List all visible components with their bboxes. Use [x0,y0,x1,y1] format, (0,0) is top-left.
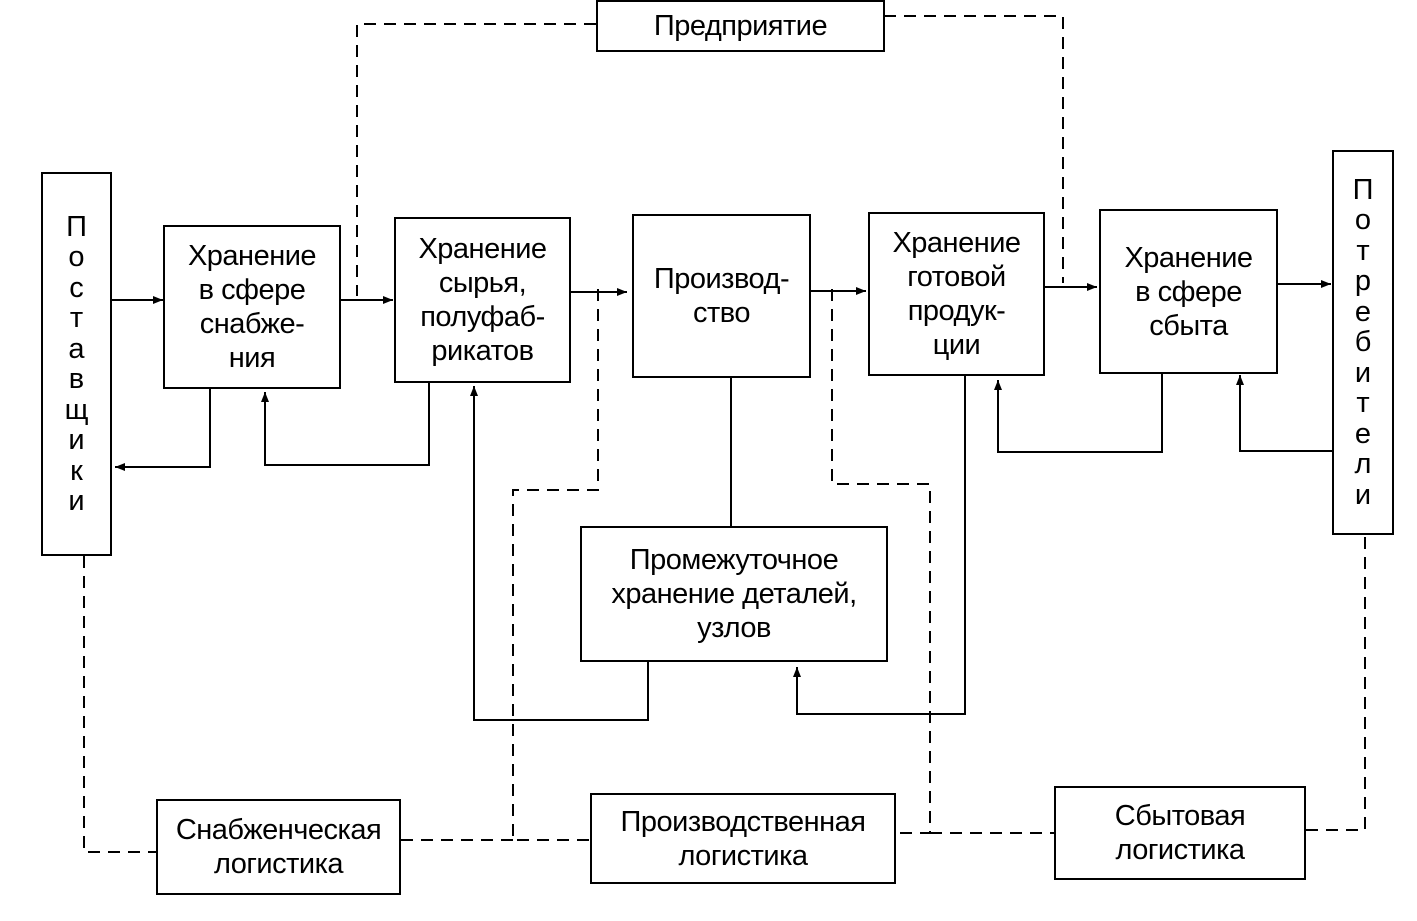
intermediate-storage-label: Промежуточное хранение деталей, узлов [611,544,857,644]
supply-logistics-box: Снабженческая логистика [156,799,401,895]
return-intermediate-to-raw-storage [470,386,649,721]
supply-storage-label: Хранение в сфере снабже- ния [187,240,317,374]
finished-storage-label: Хранение готовой продук- ции [892,227,1021,361]
return-raw-storage-to-supply-storage [261,383,430,466]
production-box: Производ- ство [632,214,811,378]
return-supply-storage-to-suppliers [115,389,211,471]
production-zone-right [831,289,931,834]
return-consumers-to-sales-storage [1236,375,1332,452]
enterprise-box: Предприятие [596,0,885,52]
intermediate-storage-box: Промежуточное хранение деталей, узлов [580,526,888,662]
enterprise-boundary-left [356,23,596,296]
supply-storage-box: Хранение в сфере снабже- ния [163,225,341,389]
production-logistics-label: Производственная логистика [620,805,866,872]
production-label: Производ- ство [653,263,790,329]
sales-logistics-box: Сбытовая логистика [1054,786,1306,880]
finished-storage-box: Хранение готовой продук- ции [868,212,1045,376]
sales-logistics-label: Сбытовая логистика [1114,800,1246,866]
enterprise-label: Предприятие [653,10,828,42]
return-sales-storage-to-finished [994,374,1163,453]
supply-logistics-link-left [83,556,156,853]
raw-storage-box: Хранение сырья, полуфаб- рикатов [394,217,571,383]
sales-logistics-link-right [1306,535,1366,831]
sales-storage-box: Хранение в сфере сбыта [1099,209,1278,374]
supply-logistics-label: Снабженческая логистика [175,814,382,880]
sales-storage-label: Хранение в сфере сбыта [1124,241,1253,342]
raw-storage-label: Хранение сырья, полуфаб- рикатов [418,233,547,367]
production-logistics-box: Производственная логистика [590,793,896,884]
return-finished-to-intermediate [793,376,966,715]
production-zone-left [512,289,599,841]
